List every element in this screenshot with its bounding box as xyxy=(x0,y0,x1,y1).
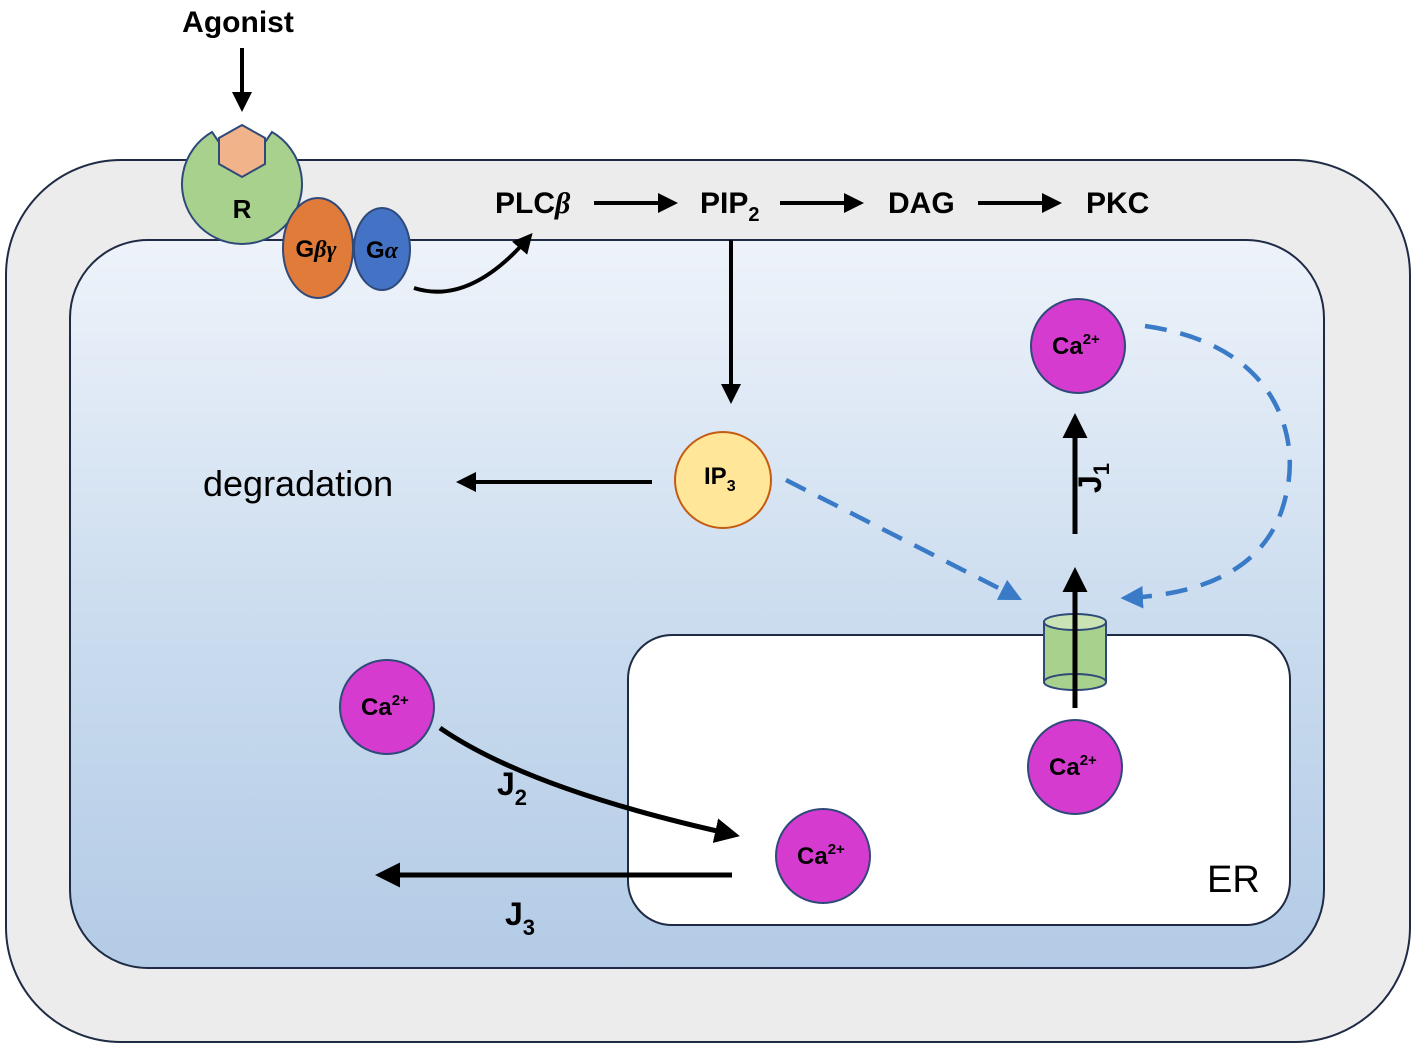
g-beta-gamma-label: Gβγ xyxy=(296,236,337,263)
g-beta-gamma-subunit xyxy=(282,197,354,299)
agonist-molecule xyxy=(218,123,266,179)
calcium-cytosol-top xyxy=(1030,298,1126,394)
j2-label: J2 xyxy=(497,766,527,810)
agonist-label: Agonist xyxy=(182,6,294,39)
ip3-molecule xyxy=(674,431,772,529)
calcium-label: Ca2+ xyxy=(1049,752,1097,781)
receptor-label: R xyxy=(233,194,252,224)
galpha-to-plc-arrow xyxy=(413,232,533,294)
calcium-cytosol-left xyxy=(339,659,435,755)
g-alpha-label: Gα xyxy=(366,237,399,264)
j2-flux-arrow xyxy=(438,725,740,843)
calcium-er-right xyxy=(1027,719,1123,815)
pkc-label: PKC xyxy=(1086,187,1149,220)
er-label: ER xyxy=(1207,859,1260,901)
plc-beta-label: PLCβ xyxy=(495,187,571,220)
j3-label: J3 xyxy=(505,896,535,940)
j1-label: J1 xyxy=(1072,463,1114,493)
ip3-label: IP3 xyxy=(704,463,736,495)
receptor-shape xyxy=(181,130,303,245)
pip2-label: PIP2 xyxy=(700,187,759,226)
ip3-activates-channel-arrow xyxy=(784,477,1023,601)
calcium-label: Ca2+ xyxy=(1052,331,1100,360)
degradation-label: degradation xyxy=(203,463,393,504)
g-alpha-subunit xyxy=(353,207,411,291)
calcium-er-bottom xyxy=(775,808,871,904)
calcium-label: Ca2+ xyxy=(361,692,409,721)
er-compartment xyxy=(627,634,1291,926)
dag-label: DAG xyxy=(888,187,955,220)
calcium-label: Ca2+ xyxy=(797,841,845,870)
